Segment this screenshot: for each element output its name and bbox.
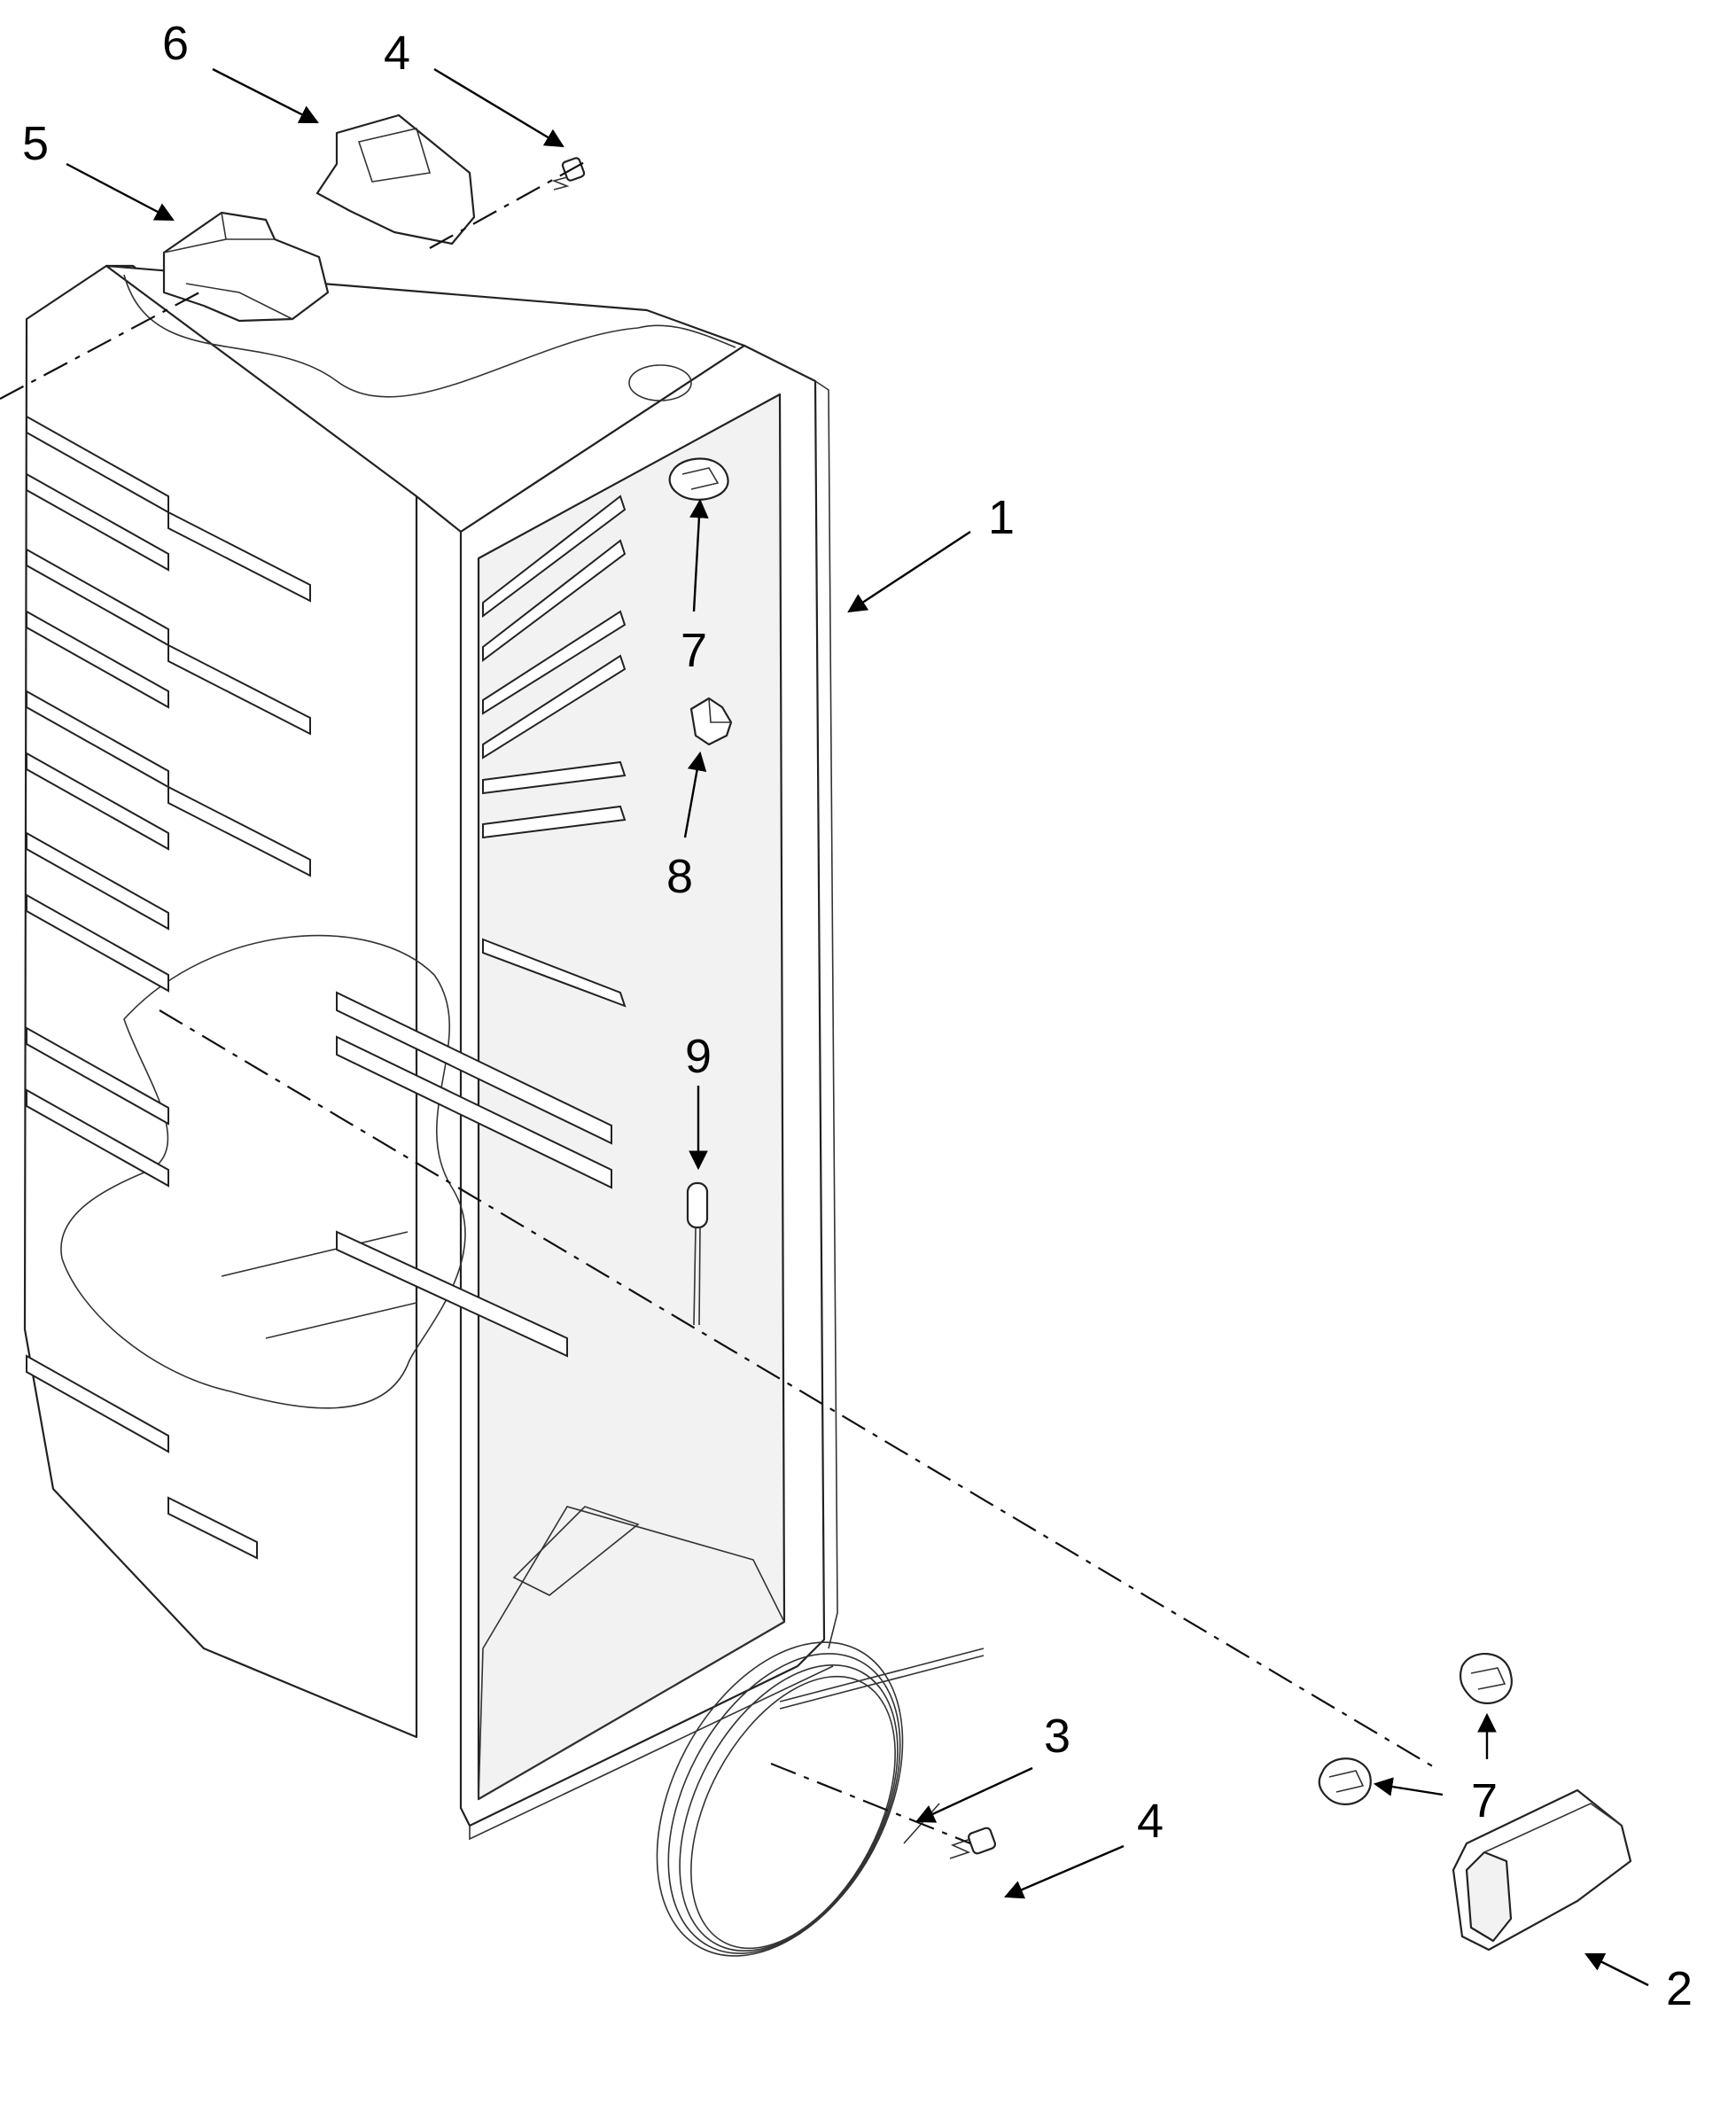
assembly-line-cover bbox=[429, 159, 590, 249]
assembly-line-tube-screw bbox=[770, 1762, 971, 1845]
screw-bottom bbox=[949, 1827, 997, 1859]
switch-bracket bbox=[689, 697, 733, 746]
callout-4-bottom: 4 bbox=[1137, 1795, 1164, 1848]
assembly-line-housing bbox=[0, 292, 200, 400]
light-housing bbox=[1452, 1788, 1632, 1952]
callout-5: 5 bbox=[22, 117, 49, 170]
callout-7-right: 7 bbox=[1471, 1774, 1498, 1827]
callout-1: 1 bbox=[988, 491, 1015, 544]
callout-4-top: 4 bbox=[384, 27, 410, 80]
callout-7-top: 7 bbox=[681, 624, 707, 677]
leader-arrows bbox=[66, 67, 1649, 1987]
callout-2: 2 bbox=[1666, 1962, 1693, 2015]
callout-9: 9 bbox=[685, 1030, 712, 1083]
liner-cabinet bbox=[23, 264, 838, 1841]
lamp-socket-right-upper bbox=[1459, 1653, 1513, 1704]
control-housing bbox=[162, 211, 330, 323]
callout-6: 6 bbox=[162, 17, 189, 70]
lamp-socket-right-lower bbox=[1318, 1757, 1372, 1805]
thermistor-probe bbox=[686, 1181, 709, 1326]
callout-8: 8 bbox=[666, 850, 693, 903]
tubing-coil bbox=[656, 1641, 985, 1957]
screw-top bbox=[551, 157, 586, 191]
lamp-socket-top bbox=[668, 457, 729, 501]
housing-cover bbox=[315, 113, 476, 245]
callout-3: 3 bbox=[1044, 1710, 1070, 1763]
